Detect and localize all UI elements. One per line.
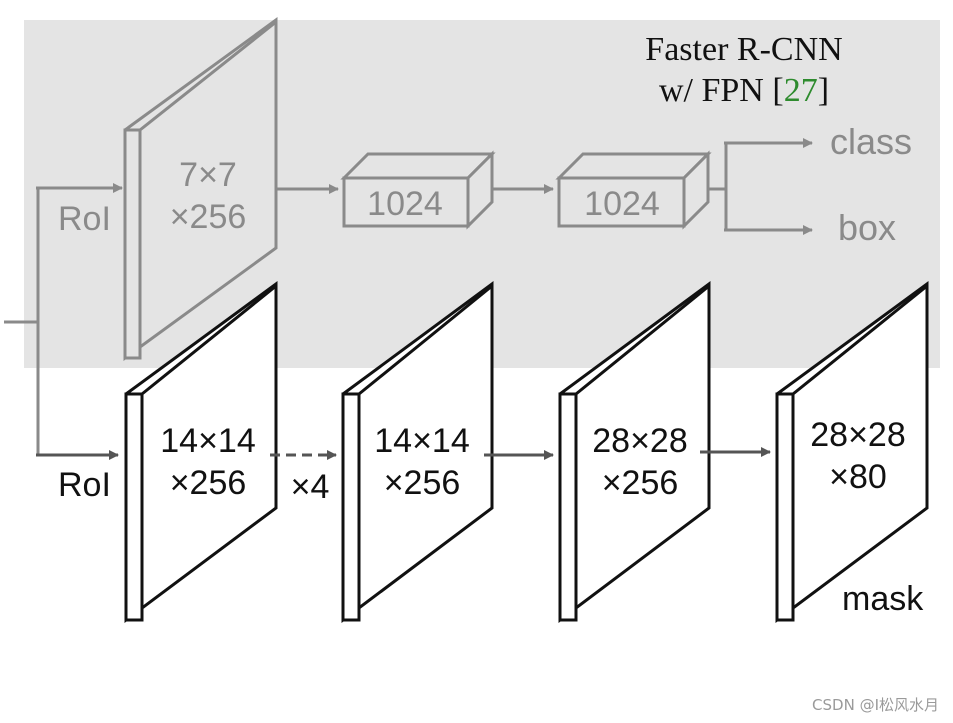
mask-block-1 [124, 281, 278, 623]
mask-block-4-line1: 28×28 [810, 416, 906, 454]
mask-block-2-line1: 14×14 [374, 422, 470, 460]
input-split [4, 183, 123, 460]
mask-block-4 [775, 281, 929, 623]
header-line2-suffix: ] [818, 72, 829, 109]
watermark-text: CSDN @I松风水月 [812, 696, 939, 714]
mask-block-2-line2: ×256 [384, 464, 461, 502]
mask-block-1-line2: ×256 [170, 464, 247, 502]
fc1-box [340, 150, 496, 230]
output-class-label: class [830, 121, 912, 162]
top-feature-line1: 7×7 [179, 156, 237, 194]
mask-block-3-line2: ×256 [602, 464, 679, 502]
fc2-output-split [708, 138, 813, 235]
mask-roi-label: RoI [58, 466, 111, 504]
mask-block-1-line1: 14×14 [160, 422, 256, 460]
mask-block-3 [558, 281, 711, 624]
header-line1: Faster R-CNN [645, 31, 842, 68]
fc2-box [555, 150, 712, 230]
top-feature-line2: ×256 [170, 198, 247, 236]
header-line2-prefix: w/ FPN [ [659, 72, 784, 109]
top-feature-slab [123, 17, 278, 361]
top-roi-label: RoI [58, 200, 111, 238]
output-box-label: box [838, 207, 896, 248]
header-line2: w/ FPN [27] [659, 72, 829, 109]
fc2-label: 1024 [584, 185, 660, 223]
mask-block-4-line2: ×80 [829, 458, 887, 496]
mask-block-3-line1: 28×28 [592, 422, 688, 460]
repeat-x4-label: ×4 [291, 468, 330, 506]
header-ref-number: 27 [784, 72, 818, 109]
fc1-label: 1024 [367, 185, 443, 223]
mask-block-2 [341, 281, 494, 624]
output-mask-label: mask [842, 580, 924, 618]
